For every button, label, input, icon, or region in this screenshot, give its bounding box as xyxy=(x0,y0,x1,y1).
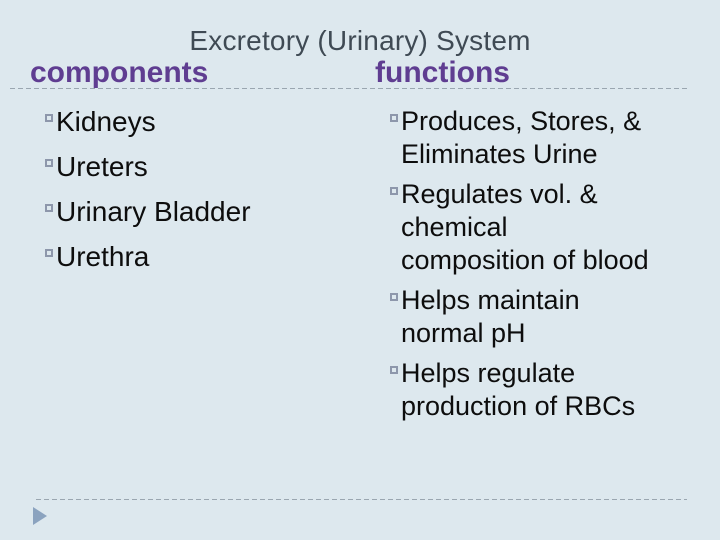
list-item: Produces, Stores, & Eliminates Urine xyxy=(390,105,690,171)
list-item: Urinary Bladder xyxy=(45,195,355,228)
list-item: Kidneys xyxy=(45,105,355,138)
list-item: Regulates vol. & chemical composition of… xyxy=(390,178,690,277)
list-item: Urethra xyxy=(45,240,355,273)
list-item-text: Ureters xyxy=(56,151,148,182)
list-item-text: Helps regulate production of RBCs xyxy=(401,358,636,421)
square-bullet-icon xyxy=(390,366,398,374)
square-bullet-icon xyxy=(45,249,53,257)
list-item-text: Kidneys xyxy=(56,106,156,137)
square-bullet-icon xyxy=(45,114,53,122)
list-item: Ureters xyxy=(45,150,355,183)
square-bullet-icon xyxy=(45,204,53,212)
right-triangle-icon xyxy=(33,507,47,525)
heading-underline-divider xyxy=(10,88,687,89)
list-item-text: Urethra xyxy=(56,241,150,272)
slide-title: Excretory (Urinary) System xyxy=(189,25,531,56)
square-bullet-icon xyxy=(390,293,398,301)
list-item-text: Regulates vol. & chemical composition of… xyxy=(401,179,649,275)
heading-components: components xyxy=(30,56,209,89)
footer-divider xyxy=(36,499,687,500)
list-item: Helps regulate production of RBCs xyxy=(390,357,690,423)
list-item: Helps maintain normal pH xyxy=(390,284,690,350)
list-item-text: Produces, Stores, & Eliminates Urine xyxy=(401,106,642,169)
heading-functions: functions xyxy=(375,56,510,89)
square-bullet-icon xyxy=(390,187,398,195)
list-item-text: Urinary Bladder xyxy=(56,196,251,227)
square-bullet-icon xyxy=(45,159,53,167)
square-bullet-icon xyxy=(390,114,398,122)
list-item-text: Helps maintain normal pH xyxy=(401,285,580,348)
